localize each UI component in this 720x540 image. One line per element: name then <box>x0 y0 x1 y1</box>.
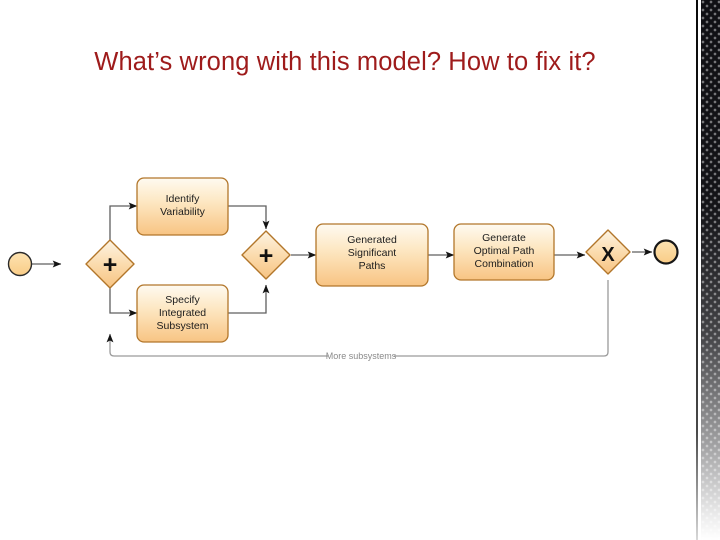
parallel-gateway-join-glyph: + <box>259 242 274 270</box>
task-generated-significant-paths[interactable]: Generated Significant Paths <box>315 223 429 287</box>
task-specify-integrated-subsystem[interactable]: Specify Integrated Subsystem <box>136 284 229 343</box>
task-identify-variability-line-2: Variability <box>160 206 205 218</box>
right-edge-rule <box>696 0 698 540</box>
parallel-gateway-split[interactable]: + <box>85 239 135 289</box>
flow-loop-more-subsystems-left <box>106 333 330 357</box>
task-generated-significant-paths-line-2: Significant <box>348 247 397 259</box>
flow-identify-variability-to-join <box>228 205 270 230</box>
task-identify-variability-line-1: Identify <box>166 193 201 205</box>
task-specify-integrated-subsystem-line-1: Specify <box>165 294 200 306</box>
parallel-gateway-join[interactable]: + <box>241 230 291 280</box>
start-event[interactable] <box>7 251 33 277</box>
task-generate-optimal-path-combination-line-1: Generate <box>482 232 526 244</box>
bpmn-diagram: + Identify Variability Specify Integrate… <box>7 177 679 363</box>
task-identify-variability[interactable]: Identify Variability <box>136 177 229 236</box>
parallel-gateway-split-glyph: + <box>103 251 118 279</box>
task-generate-optimal-path-combination[interactable]: Generate Optimal Path Combination <box>453 223 555 281</box>
flow-label-more-subsystems-text: More subsystems <box>326 351 397 361</box>
flow-loop-more-subsystems <box>392 280 609 357</box>
task-generated-significant-paths-line-3: Paths <box>359 260 386 272</box>
right-edge-texture-fade <box>701 0 720 540</box>
task-specify-integrated-subsystem-line-3: Subsystem <box>157 320 209 332</box>
task-specify-integrated-subsystem-line-2: Integrated <box>159 307 206 319</box>
task-generate-optimal-path-combination-line-3: Combination <box>475 258 534 270</box>
exclusive-gateway-xor-glyph: X <box>601 244 615 266</box>
exclusive-gateway-xor[interactable]: X <box>585 229 631 275</box>
flow-specify-subsystem-to-join <box>228 284 270 314</box>
page-title: What’s wrong with this model? How to fix… <box>94 48 596 76</box>
end-event[interactable] <box>653 239 679 265</box>
task-generated-significant-paths-line-1: Generated <box>347 234 397 246</box>
flow-label-more-subsystems: More subsystems <box>326 348 397 363</box>
task-generate-optimal-path-combination-line-2: Optimal Path <box>474 245 535 257</box>
